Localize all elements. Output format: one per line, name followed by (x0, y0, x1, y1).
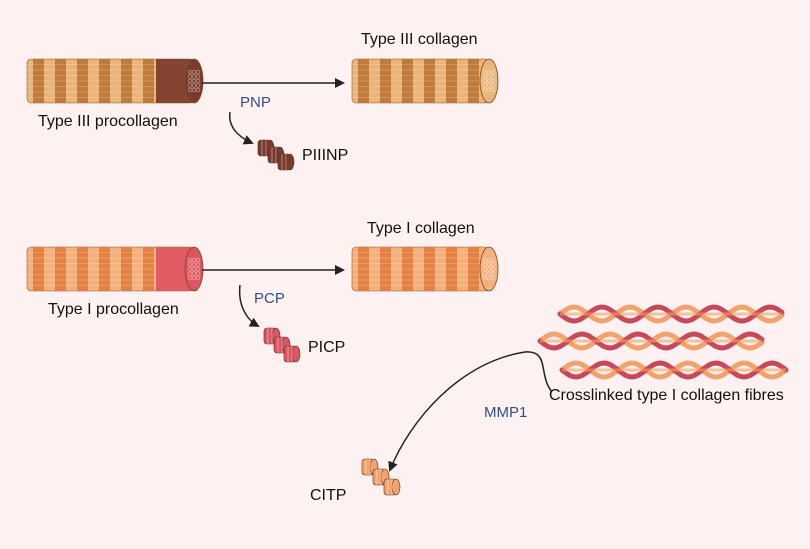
type3-procollagen-label: Type III procollagen (38, 113, 178, 130)
pcp-enzyme-label: PCP (254, 290, 285, 307)
peptide-fragment-orange-icon (361, 458, 401, 496)
type3-collagen-rod (351, 58, 499, 104)
pnp-enzyme-label: PNP (240, 94, 271, 111)
citp-label: CITP (310, 487, 347, 504)
piiinp-release-arrow (228, 111, 254, 145)
type1-collagen-label: Type I collagen (367, 220, 475, 237)
picp-release-arrow (238, 284, 260, 327)
type3-procollagen-rod (26, 58, 204, 104)
crosslinked-fibres (537, 304, 789, 380)
piiinp-label: PIIINP (302, 147, 349, 164)
mmp1-enzyme-label: MMP1 (484, 404, 528, 421)
type1-collagen-rod (351, 246, 499, 292)
type1-procollagen-rod (26, 246, 204, 292)
peptide-fragment-red-icon (263, 327, 301, 363)
type3-collagen-label: Type III collagen (361, 31, 478, 48)
picp-label: PICP (308, 339, 346, 356)
crosslinked-fibres-label: Crosslinked type I collagen fibres (549, 387, 784, 404)
type1-procollagen-label: Type I procollagen (48, 301, 179, 318)
peptide-fragment-brown-icon (257, 139, 295, 171)
mmp1-degradation-arrow (388, 351, 553, 472)
